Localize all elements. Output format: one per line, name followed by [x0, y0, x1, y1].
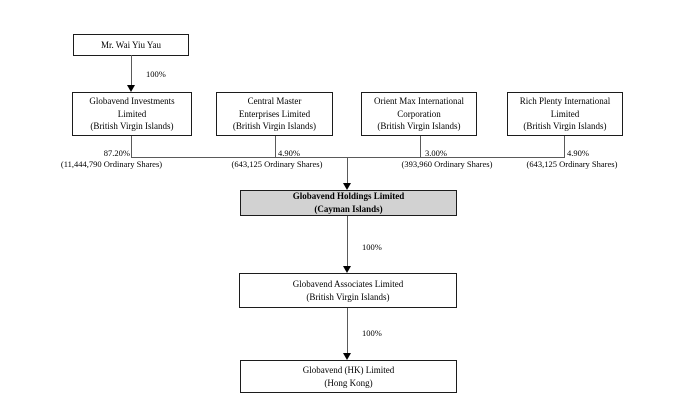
owner-box: Mr. Wai Yiu Yau [73, 34, 189, 56]
ownership-shares-orient-max: (393,960 Ordinary Shares) [401, 159, 493, 169]
ownership-label-associates-hk: 100% [362, 328, 382, 338]
shareholder-box-central-master: Central Master Enterprises Limited (Brit… [216, 92, 333, 136]
ownership-shares-central-master: (643,125 Ordinary Shares) [231, 159, 323, 169]
ownership-percent-orient-max: 3.00% [425, 148, 447, 158]
arrowhead-associates-icon [343, 266, 351, 273]
connector-investments-bus [131, 136, 132, 158]
company-name: Globavend (HK) Limited [302, 364, 395, 375]
arrowhead-hk-icon [343, 353, 351, 360]
connector-holdings-associates [347, 216, 348, 267]
subsidiary-box-globavend-hk: Globavend (HK) Limited (Hong Kong) [240, 360, 457, 393]
connector-rich-plenty-bus [564, 136, 565, 158]
ownership-percent-investments: 87.20% [103, 148, 130, 158]
owner-name: Mr. Wai Yiu Yau [100, 39, 162, 50]
company-name: Globavend Holdings Limited [292, 191, 405, 202]
subsidiary-box-globavend-associates: Globavend Associates Limited (British Vi… [239, 273, 457, 308]
arrowhead-investments-icon [127, 85, 135, 92]
company-name-line1: Rich Plenty International [519, 96, 611, 107]
ownership-percent-rich-plenty: 4.90% [567, 148, 589, 158]
connector-bus-holdings [347, 158, 348, 184]
shareholder-box-rich-plenty: Rich Plenty International Limited (Briti… [507, 92, 623, 136]
ownership-percent-central-master: 4.90% [278, 148, 300, 158]
company-jurisdiction: (Hong Kong) [324, 377, 373, 388]
company-name-line2: Corporation [397, 108, 441, 119]
company-name-line2: Limited [550, 108, 580, 119]
shareholder-box-globavend-investments: Globavend Investments Limited (British V… [72, 92, 192, 136]
ownership-shares-rich-plenty: (643,125 Ordinary Shares) [526, 159, 618, 169]
shareholder-box-orient-max: Orient Max International Corporation (Br… [361, 92, 477, 136]
company-name-line1: Central Master [247, 96, 302, 107]
company-jurisdiction: (British Virgin Islands) [306, 291, 390, 302]
company-name: Globavend Associates Limited [292, 278, 404, 289]
connector-associates-hk [347, 308, 348, 354]
connector-owner-investments [131, 55, 132, 86]
company-name-line1: Globavend Investments [89, 96, 175, 107]
company-name-line2: Limited [117, 108, 147, 119]
arrowhead-holdings-icon [343, 183, 351, 190]
company-name-line2: Enterprises Limited [238, 108, 311, 119]
company-jurisdiction: (Cayman Islands) [314, 204, 383, 214]
ownership-label-holdings-associates: 100% [362, 242, 382, 252]
ownership-shares-investments: (11,444,790 Ordinary Shares) [60, 159, 163, 169]
company-jurisdiction: (British Virgin Islands) [232, 121, 317, 132]
company-jurisdiction: (British Virgin Islands) [523, 121, 607, 132]
holding-box-globavend-holdings: Globavend Holdings Limited (Cayman Islan… [240, 190, 457, 216]
connector-bus-line [131, 157, 565, 158]
company-jurisdiction: (British Virgin Islands) [377, 121, 461, 132]
ownership-label-owner: 100% [146, 69, 166, 79]
company-name-line1: Orient Max International [374, 96, 464, 107]
connector-central-master-bus [275, 136, 276, 158]
company-jurisdiction: (British Virgin Islands) [90, 121, 174, 132]
connector-orient-max-bus [420, 136, 421, 158]
